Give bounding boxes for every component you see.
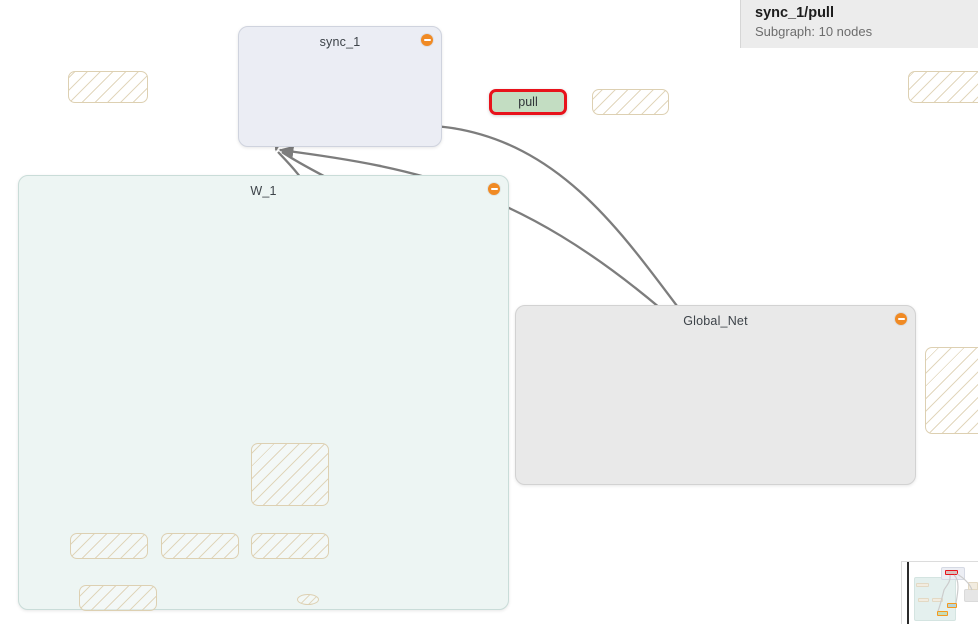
minus-circle-icon[interactable]	[895, 313, 907, 325]
node-label: pull	[518, 95, 538, 109]
minimap-viewport-indicator[interactable]	[907, 562, 909, 624]
minimap[interactable]	[901, 561, 978, 624]
placeholder-node[interactable]	[251, 533, 329, 559]
minus-circle-icon[interactable]	[421, 34, 433, 46]
minimap-placeholder	[918, 598, 929, 602]
info-panel-title: sync_1/pull	[755, 5, 834, 21]
cluster-label-sync-1: sync_1	[319, 35, 361, 49]
cluster-w-1[interactable]: W_1 critic actor	[18, 175, 509, 611]
cluster-label-global-net: Global_Net	[683, 314, 748, 328]
minimap-node-actor	[937, 611, 948, 616]
minus-circle-icon[interactable]	[488, 183, 500, 195]
minimap-edges	[937, 573, 973, 612]
minimap-node-pull	[945, 570, 958, 575]
selection-info-panel: sync_1/pull Subgraph: 10 nodes	[740, 0, 978, 48]
placeholder-node[interactable]	[925, 347, 978, 434]
cluster-label-w-1: W_1	[250, 184, 277, 198]
cluster-global-net[interactable]: Global_Net actor critic	[515, 305, 916, 485]
placeholder-node[interactable]	[161, 533, 239, 559]
placeholder-node[interactable]	[70, 533, 148, 559]
minimap-placeholder	[932, 598, 943, 602]
minimap-placeholder	[916, 583, 929, 587]
placeholder-ellipse[interactable]	[297, 594, 319, 605]
placeholder-node[interactable]	[68, 71, 148, 103]
minimap-node-critic	[947, 603, 957, 608]
placeholder-node[interactable]	[592, 89, 669, 115]
placeholder-node[interactable]	[79, 585, 157, 611]
placeholder-node[interactable]	[908, 71, 978, 103]
node-sync-1-pull[interactable]: pull	[489, 89, 567, 115]
info-panel-subtitle: Subgraph: 10 nodes	[755, 24, 873, 39]
placeholder-node[interactable]	[251, 443, 329, 506]
cluster-sync-1[interactable]: sync_1 pull	[238, 26, 669, 147]
